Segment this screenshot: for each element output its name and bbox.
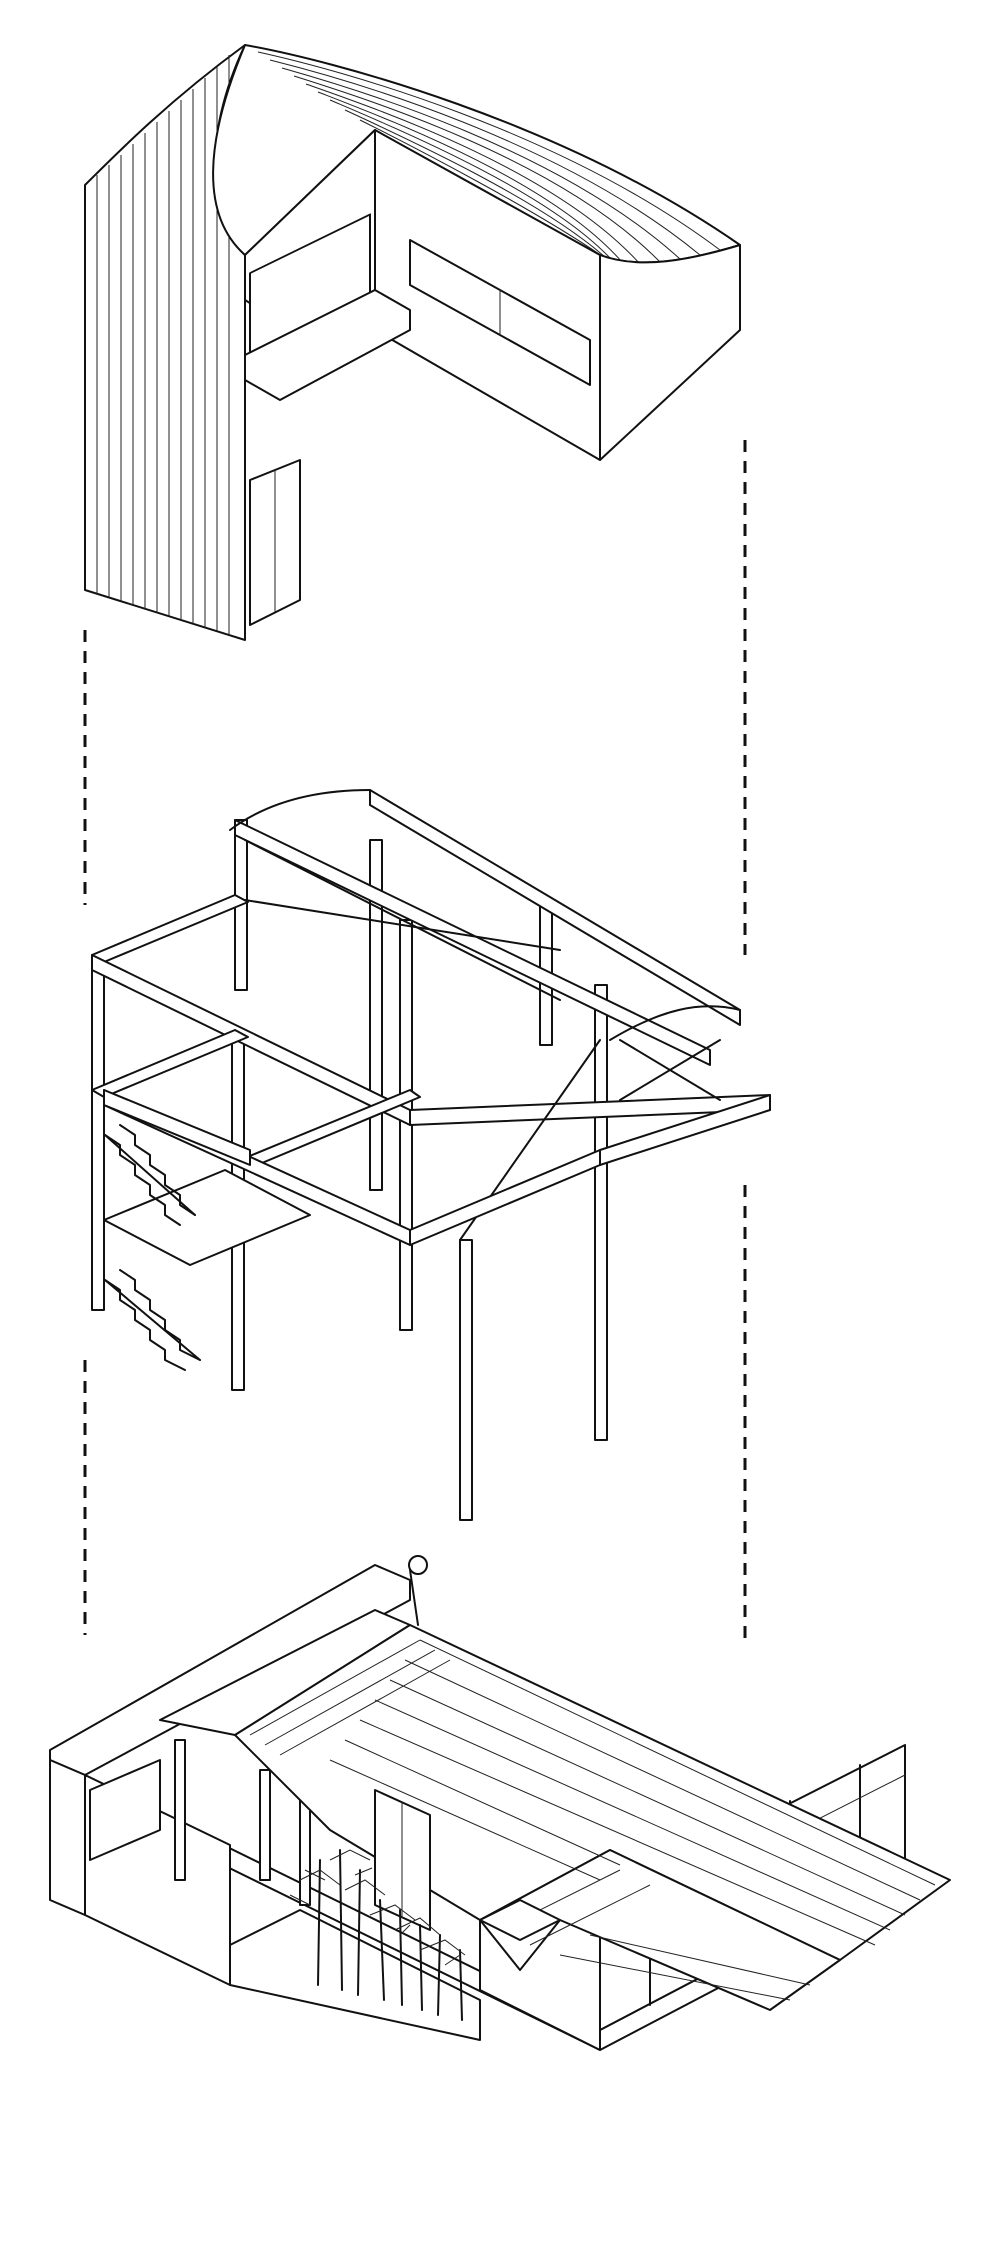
courtyard-house (49, 1555, 951, 2051)
porch-post-2 (259, 1769, 271, 1881)
end-wall-right (599, 244, 741, 461)
bamboo-planting (289, 1849, 466, 2021)
post-right (594, 984, 608, 1441)
staircase (104, 1124, 201, 1371)
porch-post-1 (174, 1739, 186, 1881)
alignment-guides (83, 440, 747, 1645)
beam-mid-right (409, 1149, 601, 1246)
ridge-end (409, 1569, 419, 1626)
balcony-slab (244, 289, 411, 401)
post-front-left (91, 959, 105, 1311)
arch-left (229, 789, 371, 831)
arch-right (609, 1005, 741, 1041)
brace-2 (244, 899, 561, 951)
brace-4 (619, 1039, 721, 1101)
beam-cantilever (599, 1094, 771, 1166)
post-front-right (459, 1239, 473, 1521)
beam-mid-left (91, 1029, 249, 1098)
brace-1 (244, 839, 561, 1001)
ridge-ornament (408, 1555, 428, 1575)
left-wall-end (49, 1759, 86, 1916)
timber-frame (91, 789, 771, 1521)
landing-lower (103, 1169, 311, 1266)
roof-seam-lines (257, 51, 721, 265)
enclosure-volume (84, 44, 741, 641)
roof-tile-rows (249, 1639, 936, 2001)
alcove-shelf (89, 1759, 161, 1861)
roof-return (479, 1849, 841, 2011)
landing-upper (103, 1089, 251, 1166)
beam-top-front-long (91, 954, 411, 1126)
beam-ridge (369, 789, 741, 1026)
courtyard-wall (229, 1909, 481, 2041)
beam-top-front-left (91, 894, 249, 963)
beam-mid-front (239, 1089, 421, 1169)
roof-corner-detail (479, 1899, 561, 1941)
beam-top-long (234, 819, 711, 1066)
